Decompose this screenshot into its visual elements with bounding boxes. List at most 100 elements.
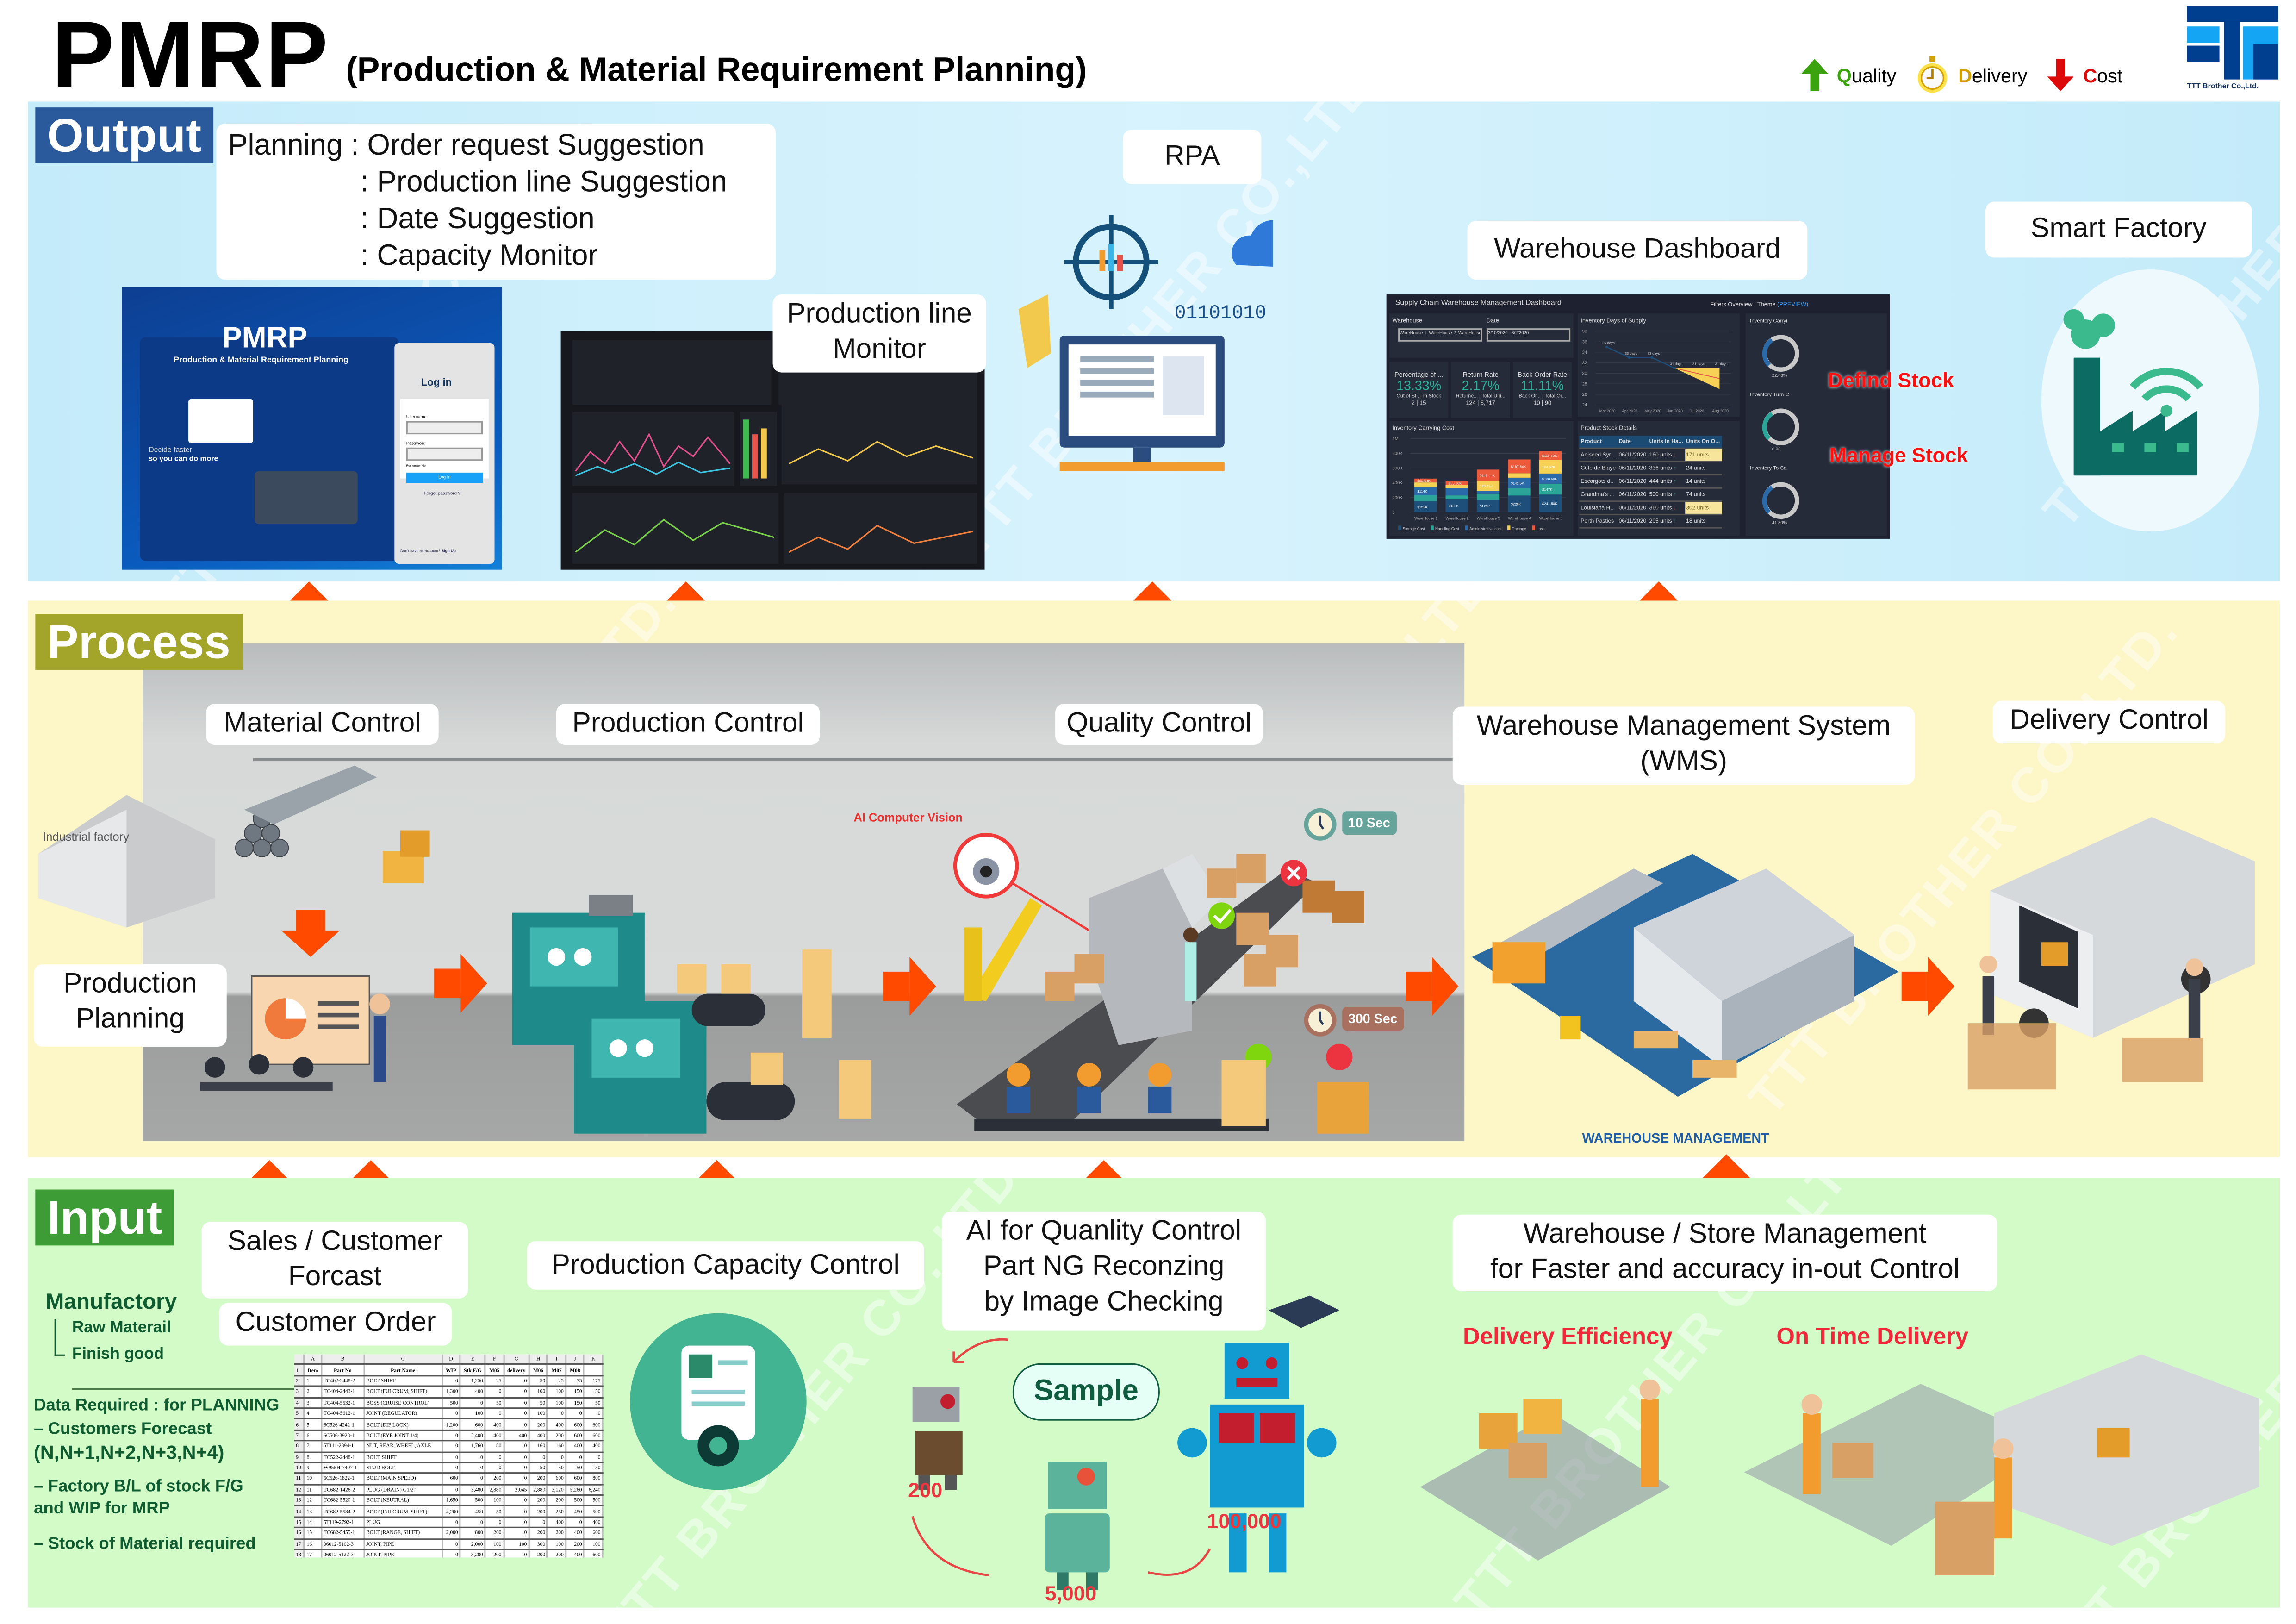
trend-up-icon: ↑ xyxy=(1673,492,1677,498)
kpi-value: 13.33% xyxy=(1396,378,1442,394)
x-tick-label: WareHouse 5 xyxy=(1539,517,1563,521)
table-cell: 600 xyxy=(566,1419,585,1431)
y-tick-label: 36 xyxy=(1582,339,1587,344)
stopwatch-icon xyxy=(1918,56,1948,93)
table-cell: 600 xyxy=(566,1473,585,1485)
logo-caption: TTT Brother Co.,Ltd. xyxy=(2187,82,2259,92)
data-label: 31 days xyxy=(1692,362,1705,366)
arrow-right-icon xyxy=(883,957,936,1016)
date-cell: 06/11/2020 xyxy=(1617,488,1648,502)
bar-segment xyxy=(1508,495,1531,512)
y-tick-label: 24 xyxy=(1582,403,1587,408)
product-stock-title: Product Stock Details xyxy=(1580,424,1637,431)
theme-button[interactable]: Theme xyxy=(1757,300,1776,308)
table-cell: 0 xyxy=(460,1517,486,1529)
forgot-password-link[interactable]: Forgot password ? xyxy=(423,490,460,496)
table-cell: 200 xyxy=(529,1506,548,1518)
units-in-hand-cell: 160 units ↓ xyxy=(1648,448,1685,462)
warehouse-select[interactable]: WareHouse 1, WareHouse 2, WareHouse 3, W… xyxy=(1398,328,1482,342)
label-line: Warehouse Management System xyxy=(1476,711,1891,742)
bar-segment xyxy=(1414,495,1437,501)
table-cell: 0 xyxy=(485,1517,504,1529)
product-cell: Escargots d... xyxy=(1579,475,1618,489)
table-cell: 200 xyxy=(485,1473,504,1485)
table-cell: 200 xyxy=(485,1528,504,1540)
table-cell: 100 xyxy=(529,1386,548,1398)
table-cell: 600 xyxy=(584,1528,604,1540)
table-cell: 100 xyxy=(584,1538,604,1550)
label-line: Forcast xyxy=(288,1262,382,1293)
table-cell: 15 xyxy=(304,1528,322,1540)
table-cell: TC404-5612-1 xyxy=(321,1408,365,1420)
label-line: Sales / Customer xyxy=(227,1226,442,1257)
table-cell: 80 xyxy=(485,1441,504,1453)
bar-segment xyxy=(1476,493,1500,500)
table-cell: 160 xyxy=(529,1441,548,1453)
y-tick-label: 800K xyxy=(1392,451,1403,456)
signup-link[interactable]: Sign Up xyxy=(441,549,456,554)
table-cell: 0 xyxy=(460,1462,486,1474)
date-filter-label: Date xyxy=(1486,316,1499,324)
planning-suggestions: Planning : Order request Suggestion : Pr… xyxy=(216,124,776,280)
row-number: 13 xyxy=(294,1495,305,1507)
table-cell: 06012-5122-3 xyxy=(321,1549,365,1558)
units-on-order-cell: 74 units xyxy=(1684,488,1722,502)
bar-segment xyxy=(1414,478,1437,483)
column-header: Units In Ha... xyxy=(1648,436,1685,449)
theme-preview: (PREVIEW) xyxy=(1777,300,1809,308)
date-range-input[interactable]: 3/10/2020 - 6/2/2020 xyxy=(1486,328,1571,342)
table-cell: 06012-5102-3 xyxy=(321,1538,365,1550)
label-line: Monitor xyxy=(833,334,926,365)
x-tick-label: Apr 2020 xyxy=(1622,409,1637,413)
table-cell: 0 xyxy=(442,1517,461,1529)
table-cell: JOINT (REGULATOR) xyxy=(364,1408,443,1420)
data-label: $228K xyxy=(1511,502,1521,506)
row-number: 10 xyxy=(294,1462,305,1474)
rpa-label: RPA xyxy=(1123,129,1262,184)
remember-me-checkbox[interactable]: Remember Me xyxy=(406,465,426,468)
label-line: AI for Quanlity Control xyxy=(966,1216,1242,1247)
password-input[interactable] xyxy=(406,447,483,461)
row-number: 16 xyxy=(294,1528,305,1540)
table-cell: 0 xyxy=(547,1408,567,1420)
row-number: 6 xyxy=(294,1419,305,1431)
y-tick-label: 400K xyxy=(1392,481,1403,486)
table-cell: 100 xyxy=(547,1386,567,1398)
production-planning-label: Production Planning xyxy=(34,964,227,1047)
row-number: 4 xyxy=(294,1397,305,1409)
table-cell: 2,000 xyxy=(460,1538,486,1550)
filters-button[interactable]: Filters Overview xyxy=(1710,300,1753,308)
y-tick-label: 28 xyxy=(1582,381,1587,387)
label-line: Planning xyxy=(75,1004,185,1035)
gauge-value: 41.80% xyxy=(1772,520,1787,525)
table-cell: TC682-1426-2 xyxy=(321,1484,365,1496)
date-cell: 06/11/2020 xyxy=(1617,448,1648,462)
bar-segment xyxy=(1508,459,1531,474)
data-label: 33 days xyxy=(1648,351,1660,356)
table-cell: 17 xyxy=(304,1549,322,1558)
units-on-order-cell: 302 units xyxy=(1684,501,1722,516)
table-cell: 1,760 xyxy=(460,1441,486,1453)
warehouse-dashboard-label: Warehouse Dashboard xyxy=(1467,221,1808,280)
login-button[interactable]: Log In xyxy=(406,472,483,483)
on-time-delivery-text: On Time Delivery xyxy=(1776,1325,1969,1350)
table-cell: 50 xyxy=(566,1462,585,1474)
date-cell: 06/11/2020 xyxy=(1617,514,1648,529)
bar-segment xyxy=(1476,481,1500,491)
table-cell: 600 xyxy=(584,1419,604,1431)
label-line: for Faster and accuracy in-out Control xyxy=(1490,1254,1960,1286)
username-input[interactable] xyxy=(406,421,483,435)
row-number: 3 xyxy=(294,1386,305,1398)
table-cell: 400 xyxy=(547,1517,567,1529)
data-label: $149.44K xyxy=(1480,473,1495,477)
table-cell: 0 xyxy=(442,1538,461,1550)
table-cell: 0 xyxy=(442,1451,461,1463)
x-tick-label: Mar 2020 xyxy=(1599,409,1616,413)
raw-material-item: Raw Materail xyxy=(72,1319,171,1337)
table-cell: 5T111-2394-1 xyxy=(321,1441,365,1453)
